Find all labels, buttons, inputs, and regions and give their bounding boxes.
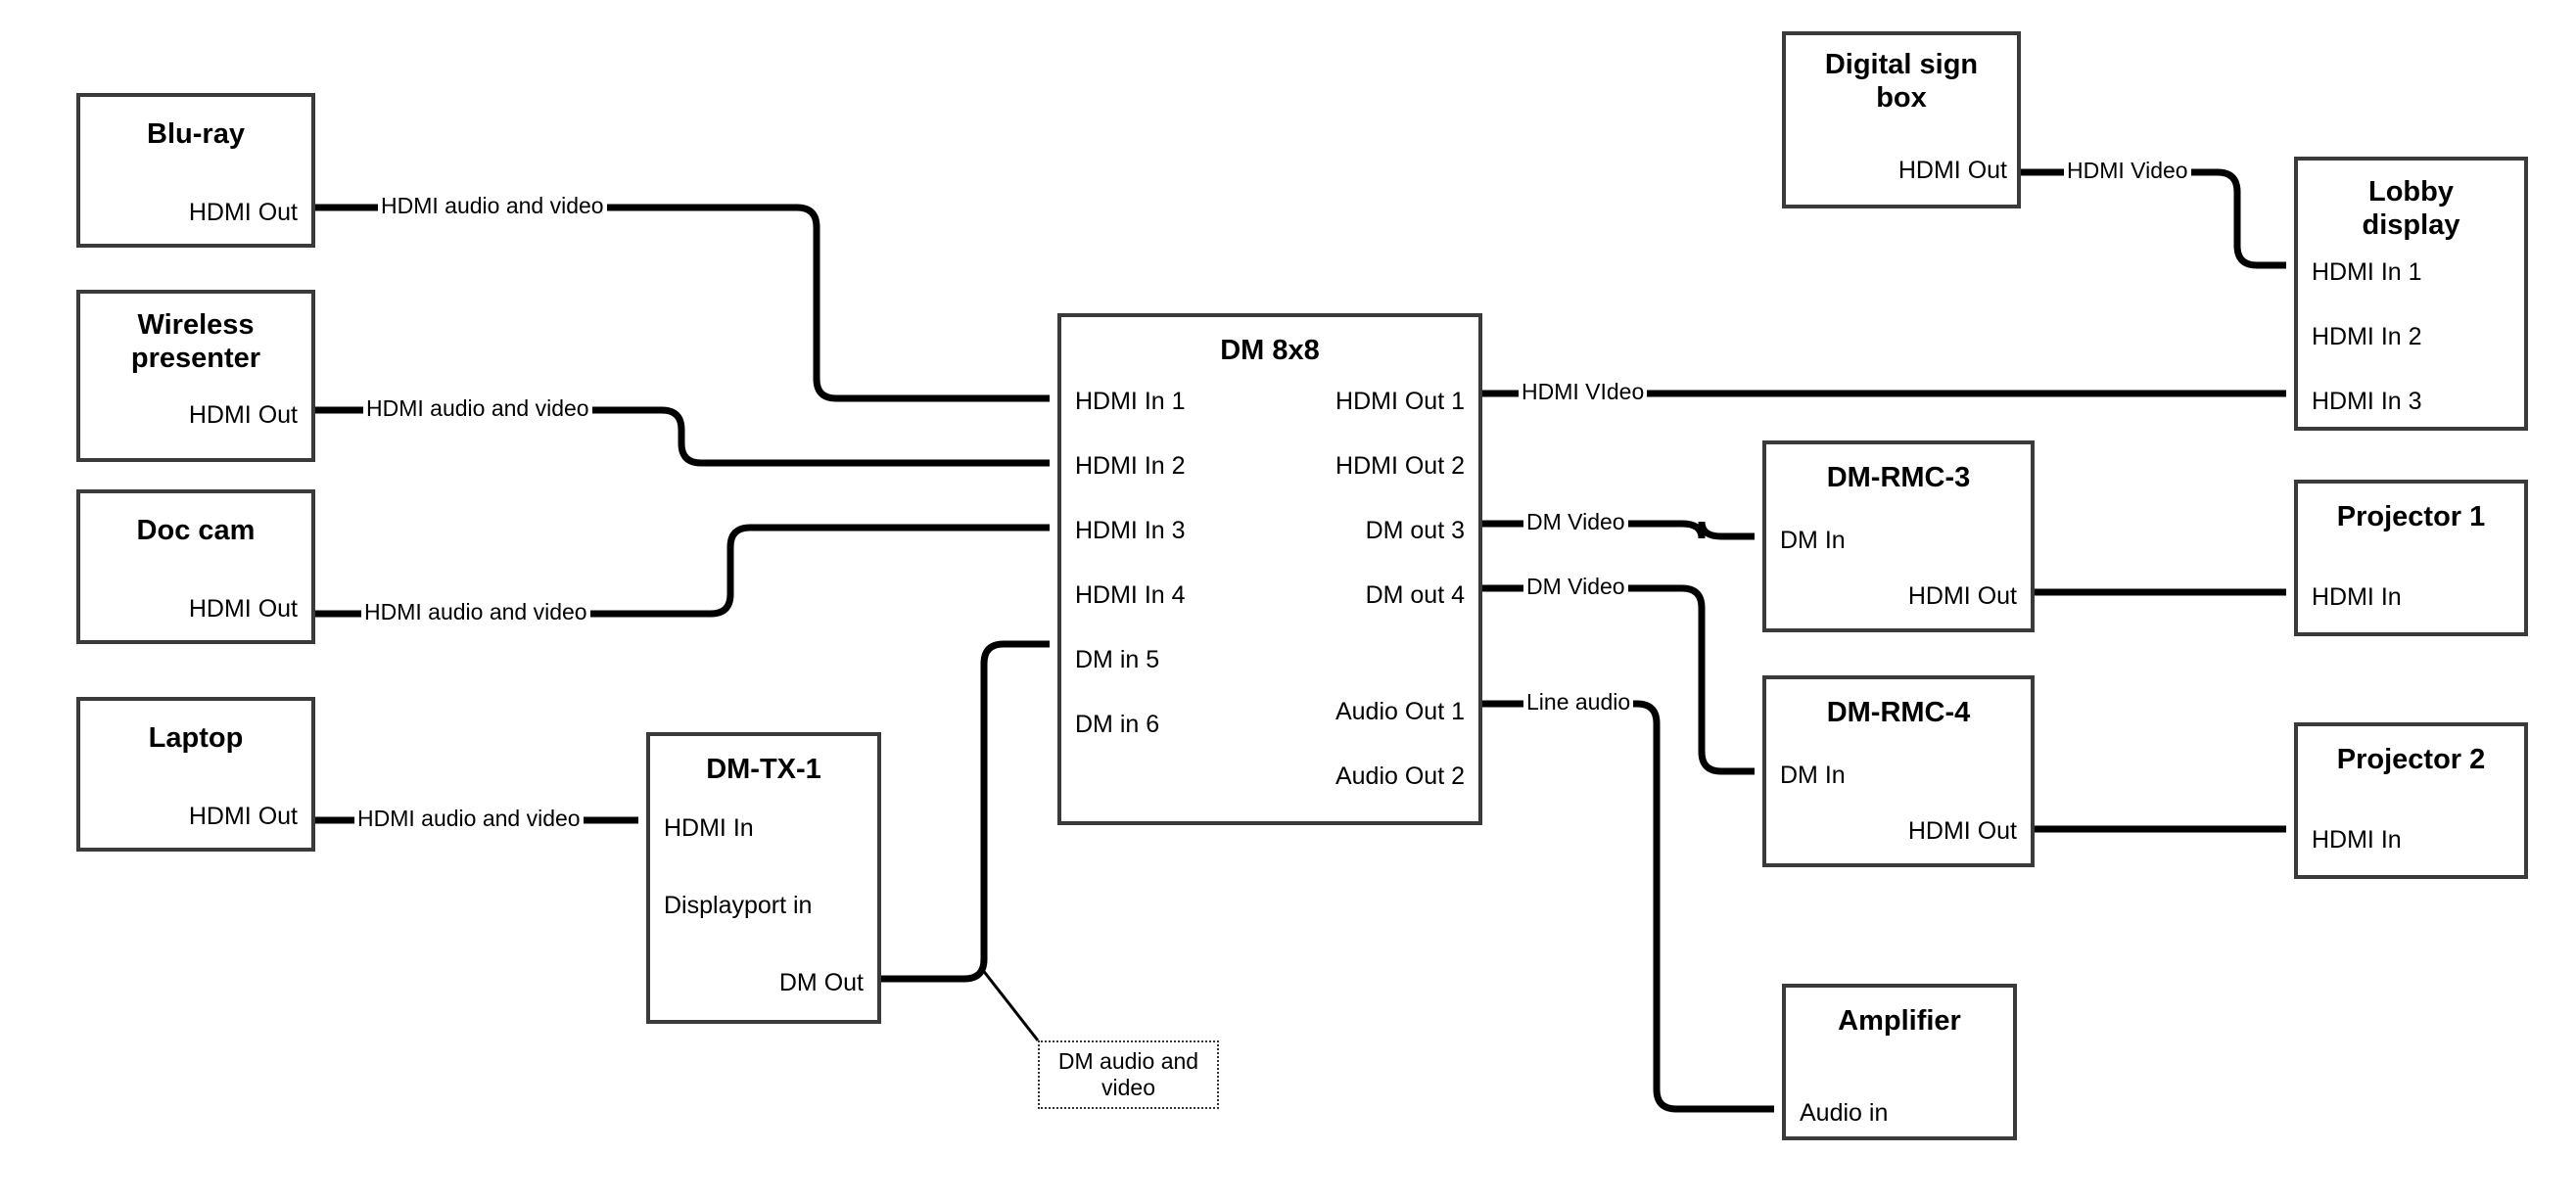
port-dm-8x8-hdmi-out-1[interactable]: HDMI Out 1 <box>1335 388 1465 415</box>
node-lobby-display-title-line2: display <box>2362 209 2460 241</box>
node-bluray-title: Blu-ray <box>147 118 245 150</box>
node-dm-8x8-title: DM 8x8 <box>1220 335 1320 366</box>
port-dm-8x8-hdmi-in-3[interactable]: HDMI In 3 <box>1075 517 1186 544</box>
port-lobby-display-hdmi-in-1[interactable]: HDMI In 1 <box>2312 258 2422 286</box>
node-doc-cam-title: Doc cam <box>136 515 256 546</box>
edge-label-laptop: HDMI audio and video <box>354 808 584 830</box>
edge-label-bluray: HDMI audio and video <box>378 195 607 217</box>
node-dm-rmc-3-title: DM-RMC-3 <box>1826 462 1971 493</box>
port-dm-rmc-4-dm-in[interactable]: DM In <box>1780 762 1846 789</box>
port-laptop-hdmi-out[interactable]: HDMI Out <box>188 803 298 830</box>
wire-signbox-to-lobby-in1 <box>2021 168 2286 269</box>
port-digital-sign-box-hdmi-out[interactable]: HDMI Out <box>1897 157 2007 184</box>
port-dm-8x8-dm-in-5[interactable]: DM in 5 <box>1075 646 1160 673</box>
port-dm-rmc-4-hdmi-out[interactable]: HDMI Out <box>1907 817 2017 845</box>
wire-dm8x8-out4-to-rmc4 <box>1482 584 1755 775</box>
port-dm-8x8-audio-out-2[interactable]: Audio Out 2 <box>1335 762 1465 790</box>
port-dm-8x8-hdmi-in-1[interactable]: HDMI In 1 <box>1075 388 1186 415</box>
port-amplifier-audio-in[interactable]: Audio in <box>1800 1099 1889 1127</box>
wire-bluray-to-dm8x8-in1 <box>315 204 1050 402</box>
port-dm-tx-1-hdmi-in[interactable]: HDMI In <box>664 814 754 842</box>
node-digital-sign-box-body[interactable]: Digital sign box <box>1782 31 2021 208</box>
node-dm-tx-1[interactable]: DM-TX-1 HDMI In Displayport in DM Out <box>646 732 881 1024</box>
edge-label-dm-video-out3: DM Video <box>1523 511 1628 533</box>
port-dm-8x8-hdmi-out-2[interactable]: HDMI Out 2 <box>1335 452 1465 480</box>
port-dm-8x8-dm-in-6[interactable]: DM in 6 <box>1075 711 1160 738</box>
edge-label-hdmi-video-out1: HDMI VIdeo <box>1519 381 1648 403</box>
edge-label-wireless: HDMI audio and video <box>363 397 592 420</box>
port-wireless-presenter-hdmi-out[interactable]: HDMI Out <box>188 401 298 429</box>
leader-line-dm-note <box>980 968 1040 1041</box>
node-digital-sign-box-title: Digital sign <box>1824 49 1979 80</box>
note-dm-audio-and-video-line2: video <box>1101 1075 1155 1100</box>
wire-dm8x8-audio1-to-amplifier <box>1482 700 1774 1113</box>
node-laptop[interactable]: Laptop HDMI Out <box>76 697 315 852</box>
port-lobby-display-hdmi-in-3[interactable]: HDMI In 3 <box>2312 388 2422 415</box>
port-dm-8x8-hdmi-in-2[interactable]: HDMI In 2 <box>1075 452 1186 480</box>
wire-dmtx-to-dm8x8-in5 <box>881 640 1050 983</box>
node-wireless-presenter-title-line1: Wireless <box>137 309 255 341</box>
node-dm-rmc-4[interactable]: DM-RMC-4 DM In HDMI Out <box>1762 675 2035 867</box>
edge-label-line-audio: Line audio <box>1523 691 1634 714</box>
port-dm-tx-1-displayport-in[interactable]: Displayport in <box>664 892 813 919</box>
note-dm-audio-and-video: DM audio and video <box>1038 1040 1219 1109</box>
port-dm-8x8-dm-out-4[interactable]: DM out 4 <box>1365 581 1465 609</box>
port-bluray-hdmi-out[interactable]: HDMI Out <box>188 199 298 226</box>
node-digital-sign-box-title-2: box <box>1876 82 1927 114</box>
edge-label-hdmi-video-signbox: HDMI Video <box>2064 160 2191 182</box>
node-laptop-title: Laptop <box>148 722 244 754</box>
port-dm-rmc-3-hdmi-out[interactable]: HDMI Out <box>1907 582 2017 610</box>
node-dm-rmc-4-title: DM-RMC-4 <box>1826 697 1971 728</box>
port-dm-8x8-hdmi-in-4[interactable]: HDMI In 4 <box>1075 581 1186 609</box>
node-wireless-presenter-title-line2: presenter <box>130 343 261 374</box>
node-dm-8x8[interactable]: DM 8x8 HDMI In 1 HDMI In 2 HDMI In 3 HDM… <box>1057 313 1482 825</box>
port-dm-8x8-dm-out-3[interactable]: DM out 3 <box>1365 517 1465 544</box>
port-dm-rmc-3-dm-in[interactable]: DM In <box>1780 527 1846 554</box>
node-projector-2[interactable]: Projector 2 HDMI In <box>2294 722 2528 879</box>
node-amplifier[interactable]: Amplifier Audio in <box>1782 984 2017 1140</box>
edge-label-dm-video-out4: DM Video <box>1523 576 1628 598</box>
note-dm-audio-and-video-line1: DM audio and <box>1057 1047 1199 1074</box>
edge-label-doccam: HDMI audio and video <box>361 601 590 624</box>
port-dm-tx-1-dm-out[interactable]: DM Out <box>778 969 864 996</box>
node-lobby-display[interactable]: Lobby display HDMI In 1 HDMI In 2 HDMI I… <box>2294 157 2528 431</box>
port-projector-2-hdmi-in[interactable]: HDMI In <box>2312 826 2402 854</box>
node-bluray[interactable]: Blu-ray HDMI Out <box>76 93 315 248</box>
port-lobby-display-hdmi-in-2[interactable]: HDMI In 2 <box>2312 323 2422 350</box>
node-wireless-presenter[interactable]: Wireless presenter HDMI Out <box>76 290 315 462</box>
port-dm-8x8-audio-out-1[interactable]: Audio Out 1 <box>1335 698 1465 725</box>
node-doc-cam[interactable]: Doc cam HDMI Out <box>76 489 315 644</box>
node-dm-tx-1-title: DM-TX-1 <box>706 754 821 785</box>
node-amplifier-title: Amplifier <box>1838 1005 1961 1037</box>
node-digital-sign-box-lower[interactable]: HDMI Out <box>1782 123 2021 208</box>
node-lobby-display-title-line1: Lobby <box>2368 176 2454 208</box>
node-projector-1-title: Projector 1 <box>2336 501 2486 532</box>
node-projector-1[interactable]: Projector 1 HDMI In <box>2294 480 2528 636</box>
node-projector-2-title: Projector 2 <box>2336 744 2486 775</box>
port-doc-cam-hdmi-out[interactable]: HDMI Out <box>188 595 298 623</box>
port-projector-1-hdmi-in[interactable]: HDMI In <box>2312 583 2402 611</box>
node-dm-rmc-3[interactable]: DM-RMC-3 DM In HDMI Out <box>1762 440 2035 632</box>
